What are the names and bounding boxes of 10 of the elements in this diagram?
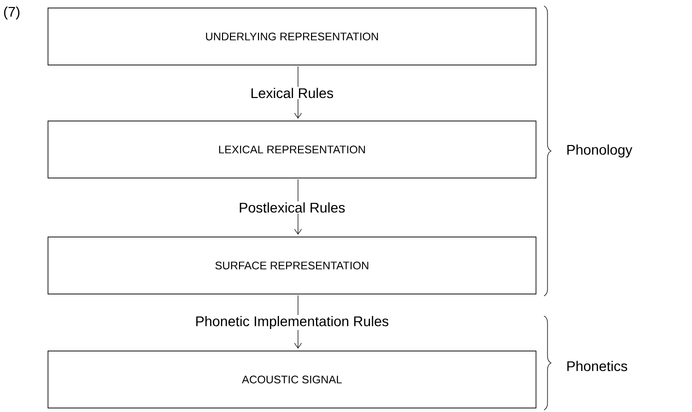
edge-label: Postlexical Rules	[238, 201, 346, 214]
edge-label: Lexical Rules	[249, 86, 335, 100]
process-box: ACOUSTIC SIGNAL	[48, 350, 536, 408]
process-box: SURFACE REPRESENTATION	[48, 236, 536, 294]
group-label: Phonetics	[567, 360, 628, 372]
callout-number: (7)	[4, 6, 20, 20]
group-label: Phonology	[567, 144, 632, 158]
process-box: LEXICAL REPRESENTATION	[48, 120, 536, 178]
edge-label: Phonetic Implementation Rules	[194, 314, 390, 330]
process-box: UNDERLYING REPRESENTATION	[48, 8, 536, 66]
